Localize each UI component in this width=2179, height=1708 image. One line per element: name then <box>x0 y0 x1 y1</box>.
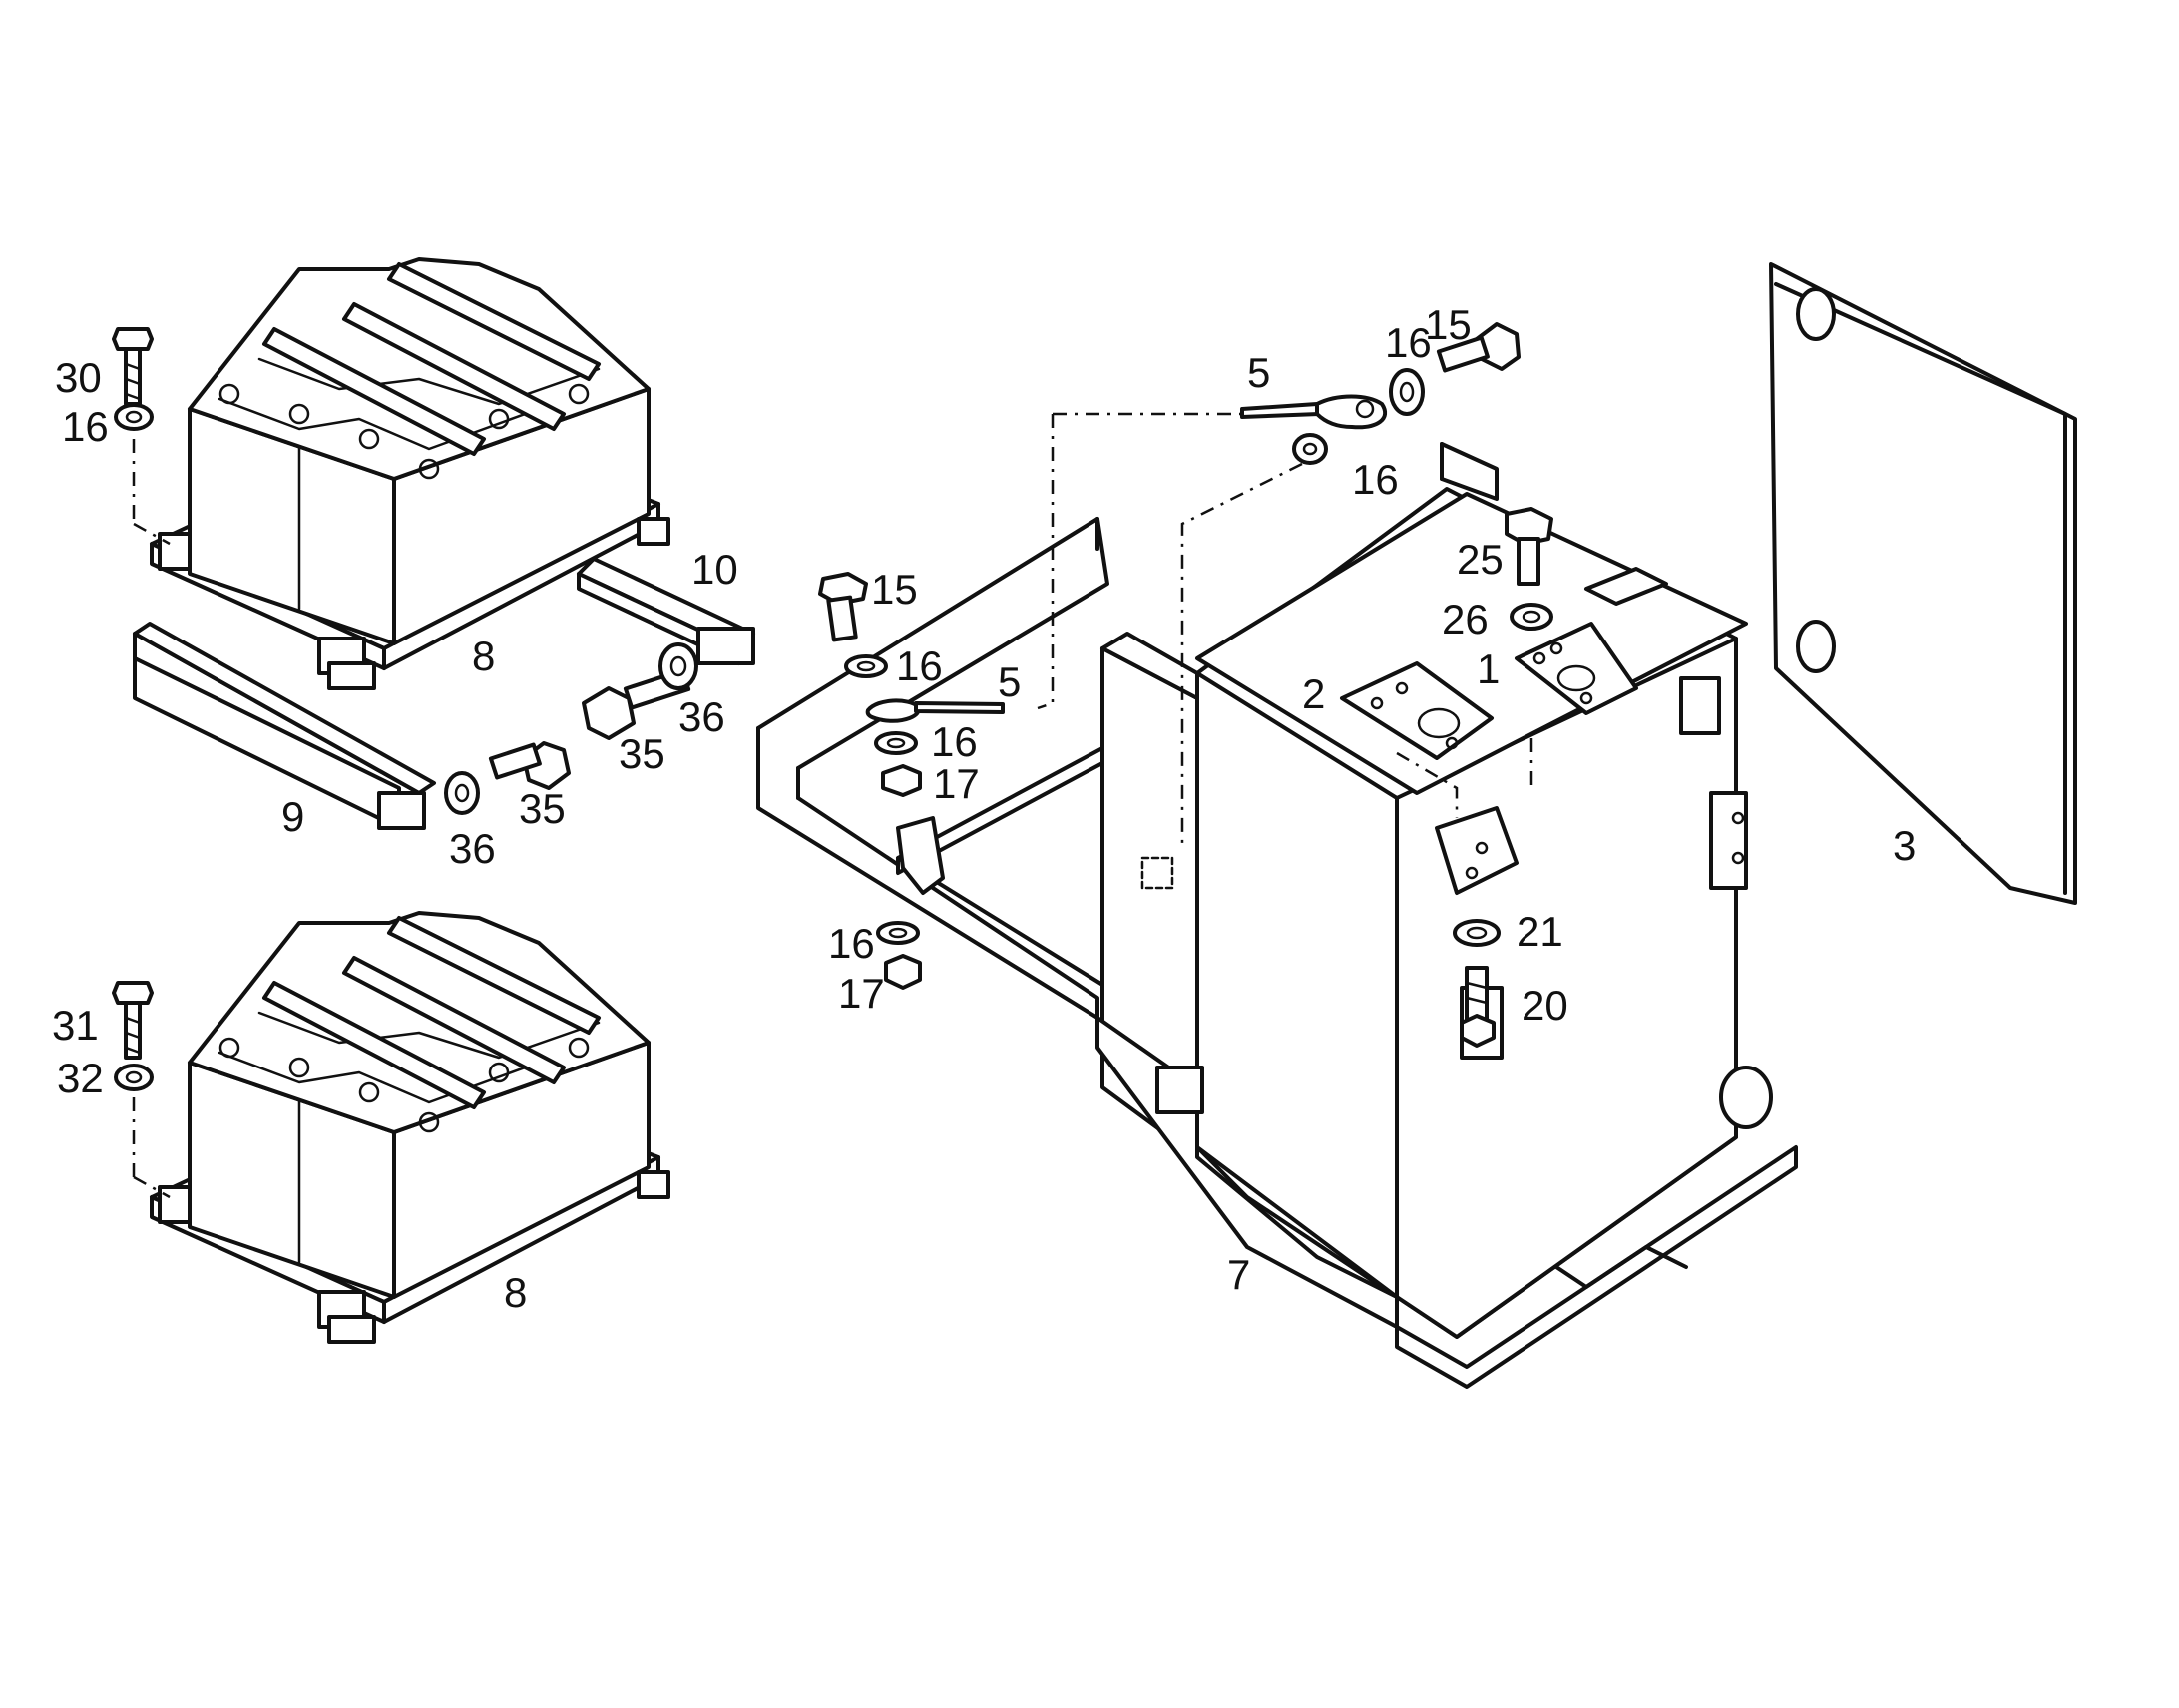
washer-16-below-cable <box>1292 433 1328 465</box>
callout-7: 7 <box>1227 1251 1250 1298</box>
washer-36-right <box>658 642 698 690</box>
callout-35-left: 35 <box>519 785 566 832</box>
bolt-30 <box>112 327 154 406</box>
washer-21 <box>1453 919 1501 947</box>
callout-5-left: 5 <box>998 658 1021 705</box>
callout-1: 1 <box>1477 645 1500 692</box>
callout-3: 3 <box>1893 822 1916 869</box>
washer-16-left-b <box>874 731 918 755</box>
callout-10: 10 <box>691 546 738 593</box>
callout-32: 32 <box>57 1055 104 1101</box>
callout-15-top: 15 <box>1425 301 1472 348</box>
callout-16-lower: 16 <box>828 920 875 967</box>
callout-16-left-b: 16 <box>931 718 978 765</box>
nut-17-lower <box>884 954 922 990</box>
washer-16-top <box>1389 368 1425 416</box>
bolt-35-left <box>488 741 571 790</box>
clamp-bracket-left <box>896 816 945 895</box>
washer-16-left-a <box>844 654 888 678</box>
callout-labels: 30 16 10 8 36 35 9 35 36 31 32 8 5 16 15… <box>52 301 1916 1316</box>
bolt-15-left <box>818 572 868 642</box>
cover-plate-part-3 <box>1769 262 2077 905</box>
rail-part-10 <box>577 557 755 665</box>
bolt-25 <box>1505 507 1553 586</box>
rail-part-9 <box>133 622 436 830</box>
washer-16-top-left <box>114 403 154 431</box>
nut-17-upper <box>881 764 922 797</box>
callout-16-below-cable: 16 <box>1352 456 1399 503</box>
callout-16-top: 16 <box>1385 319 1432 366</box>
callout-35-right: 35 <box>619 730 665 777</box>
callout-8-bottom: 8 <box>504 1269 527 1316</box>
callout-5-top: 5 <box>1247 349 1270 396</box>
cable-part-5-top <box>1240 394 1388 430</box>
bolt-31 <box>112 981 154 1060</box>
battery-assembly-top <box>150 257 670 690</box>
washer-26 <box>1510 603 1553 631</box>
washer-32 <box>114 1064 154 1091</box>
washer-16-lower <box>876 921 920 945</box>
bolt-20 <box>1460 966 1496 1048</box>
battery-box-part-7 <box>756 442 1798 1389</box>
callout-16-left-a: 16 <box>896 642 943 689</box>
battery-assembly-bottom <box>150 911 670 1344</box>
callout-15-left: 15 <box>871 566 918 613</box>
callout-17-lower: 17 <box>838 970 885 1017</box>
bolt-15-top <box>1436 322 1521 373</box>
callout-21: 21 <box>1517 908 1563 955</box>
callout-36-left: 36 <box>449 825 496 872</box>
callout-17-upper: 17 <box>933 760 980 807</box>
callout-26: 26 <box>1442 596 1489 642</box>
callout-30: 30 <box>55 354 102 401</box>
cable-part-5-left <box>865 698 1005 723</box>
washer-36-left <box>444 771 480 815</box>
callout-16-top-left: 16 <box>62 403 109 450</box>
callout-25: 25 <box>1457 536 1504 583</box>
callout-20: 20 <box>1522 982 1568 1029</box>
callout-31: 31 <box>52 1002 99 1049</box>
callout-8-top: 8 <box>472 633 495 679</box>
callout-36-right: 36 <box>678 693 725 740</box>
callout-9: 9 <box>281 793 304 840</box>
callout-2: 2 <box>1302 670 1325 717</box>
